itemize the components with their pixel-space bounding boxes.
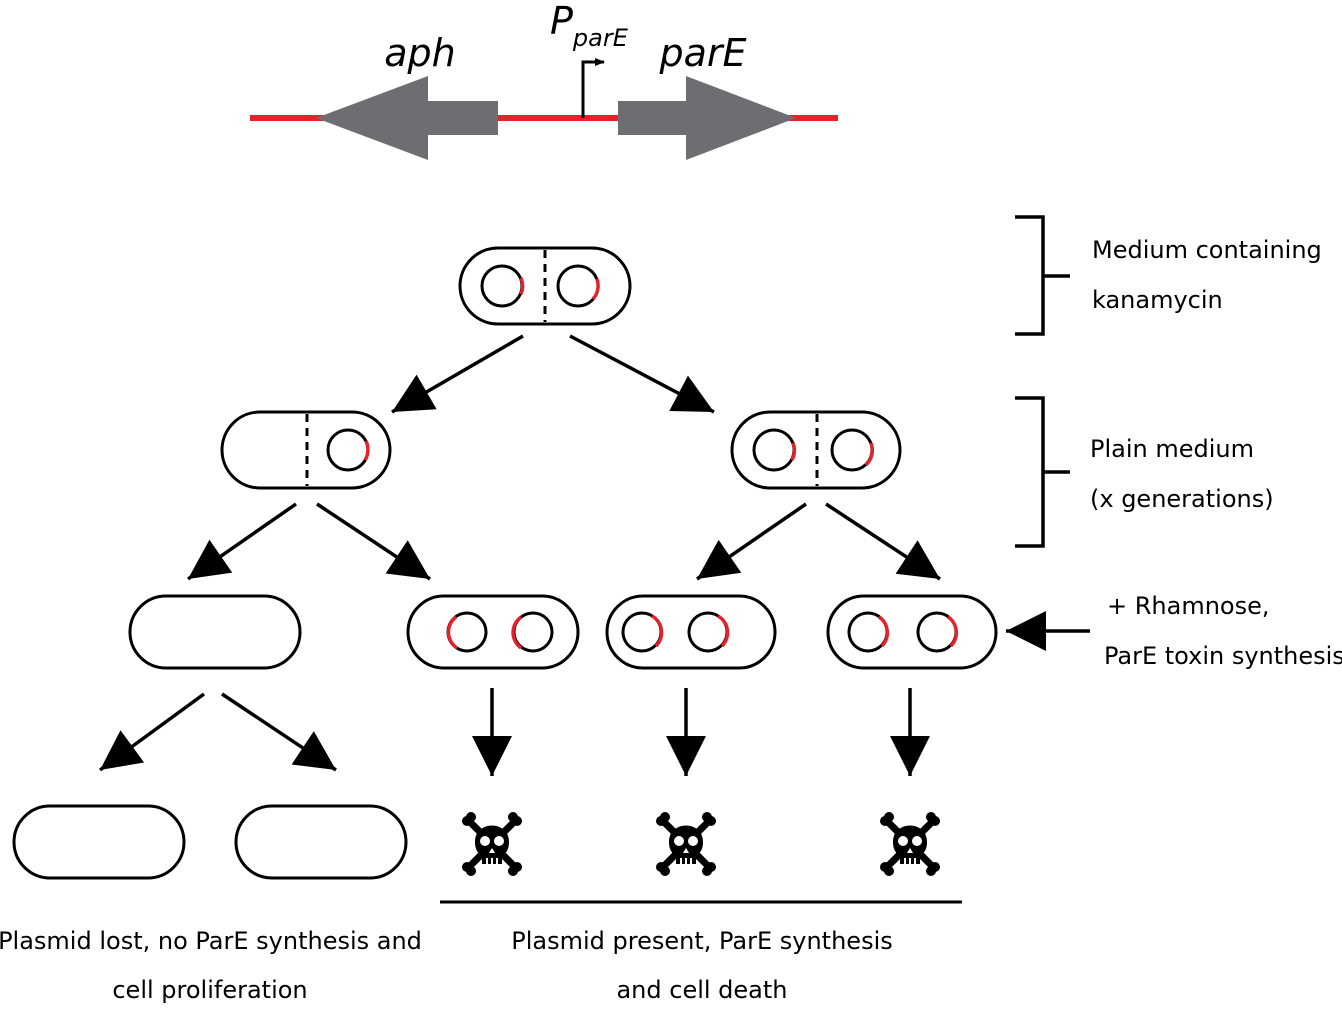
cell-mid-left-dividing (220, 410, 392, 490)
promoter-label-sub: parE (572, 24, 629, 52)
bracket-medium-kanamycin (1015, 215, 1070, 336)
skull-and-crossbones-icon (880, 812, 940, 876)
promoter-arrow (581, 58, 605, 118)
promoter-label-main: P (550, 0, 573, 43)
plasmid-marker (511, 615, 523, 650)
plain-medium-line-1: Plain medium (1090, 435, 1254, 463)
medium-kanamycin-line-2: kanamycin (1092, 286, 1223, 314)
parE-gene-arrow (618, 76, 796, 160)
parE-label: parE (658, 31, 746, 75)
lineage-arrow (187, 502, 297, 581)
medium-kanamycin-line-1: Medium containing (1092, 236, 1322, 264)
plasmid-marker (877, 615, 890, 648)
outcome-present-line-1: Plasmid present, ParE synthesis (511, 927, 893, 955)
plasmid-marker (946, 615, 959, 648)
lineage-arrow (316, 502, 431, 581)
rhamnose-line-2: ParE toxin synthesis (1104, 642, 1342, 670)
gene-map: aph PparE parE (250, 0, 838, 160)
plasmid-marker (651, 614, 664, 648)
cell-bottom-2 (234, 804, 408, 880)
cell-mid-right-dividing (730, 410, 902, 490)
plasmid-marker (790, 442, 797, 461)
promoter-label: PparE (550, 0, 629, 52)
outcome-lost-line-2: cell proliferation (112, 976, 307, 1004)
plasmid-marker (591, 278, 600, 301)
lineage-arrow (98, 692, 206, 772)
skull-and-crossbones-icon (462, 812, 522, 876)
cell-bottom-1 (12, 804, 186, 880)
plasmid-marker (717, 614, 730, 648)
lineage-arrow (825, 502, 941, 581)
cell-row3-plasmid-1 (406, 594, 580, 670)
lineage-arrow (569, 334, 715, 414)
lineage-arrows (98, 334, 1090, 776)
plasmid-markers (363, 277, 959, 650)
bracket-plain-medium (1015, 396, 1070, 548)
cell-row3-plasmid-3 (826, 594, 998, 670)
cell-top-dividing (458, 246, 632, 326)
outcome-lost-line-1: Plasmid lost, no ParE synthesis and (0, 927, 422, 955)
lineage-arrow (391, 334, 524, 414)
plasmid-marker (446, 615, 459, 650)
cell-row3-empty (128, 594, 302, 670)
aph-label: aph (384, 31, 456, 75)
outcome-present-line-2: and cell death (616, 976, 787, 1004)
plain-medium-line-2: (x generations) (1090, 485, 1274, 513)
plasmid-marker (519, 277, 525, 295)
plasmid-marker (864, 442, 875, 467)
skull-and-crossbones-icon (656, 812, 716, 876)
cell-row3-plasmid-2 (605, 594, 777, 670)
aph-gene-arrow (316, 76, 498, 160)
lineage-arrow (696, 502, 807, 581)
plasmid-marker (363, 440, 370, 461)
rhamnose-line-1: + Rhamnose, (1107, 592, 1270, 620)
lineage-arrow (221, 692, 337, 772)
